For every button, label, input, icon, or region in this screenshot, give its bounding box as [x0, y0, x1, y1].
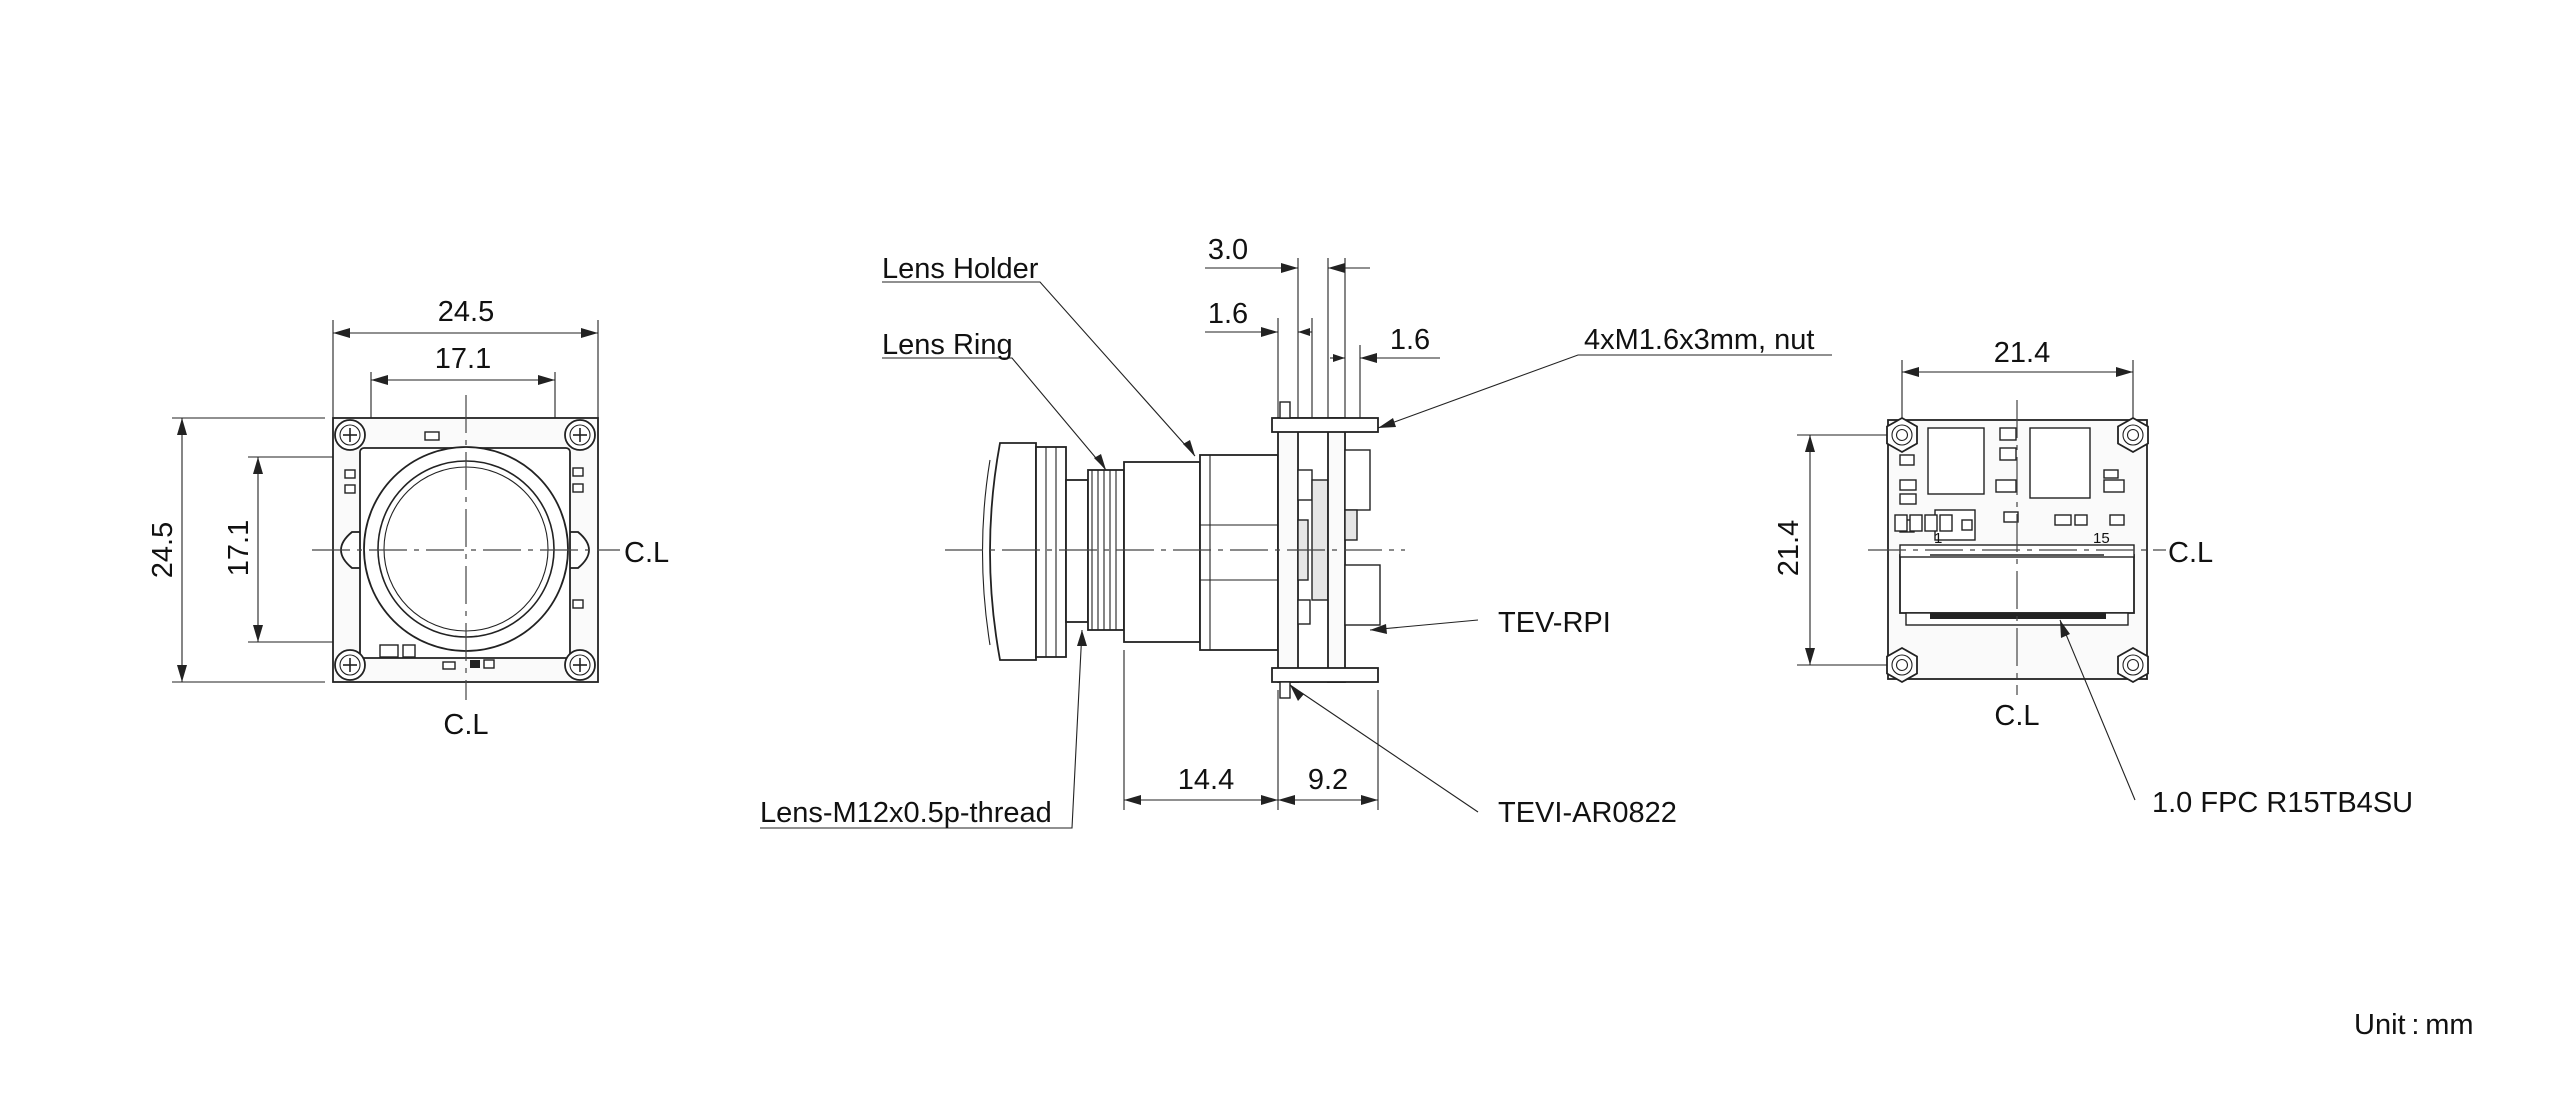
- front-view: 24.5 17.1 24.5 17.1: [147, 296, 669, 741]
- dim-front-height-inner: 17.1: [223, 520, 255, 576]
- back-view: 21.4 21.4: [1773, 337, 2413, 819]
- dim-side-pcb-left: 1.6: [1208, 298, 1248, 330]
- unit-label: Unit : mm: [2354, 1009, 2474, 1041]
- back-pin-15: 15: [2093, 530, 2110, 547]
- dim-front-width-inner: 17.1: [435, 343, 491, 375]
- dim-side-gap-top: 3.0: [1208, 234, 1248, 266]
- front-screw-icon: [334, 649, 366, 681]
- back-chip: [2029, 427, 2091, 499]
- dim-side-pcb-right: 1.6: [1390, 324, 1430, 356]
- dim-front-width-outer: 24.5: [438, 296, 494, 328]
- back-nut-icon: [2117, 647, 2149, 683]
- front-cl-vertical-label: C.L: [443, 709, 488, 741]
- label-lens-thread: Lens-M12x0.5p-thread: [760, 797, 1052, 829]
- back-chip: [1927, 427, 1985, 495]
- label-nut: 4xM1.6x3mm, nut: [1584, 324, 1814, 356]
- back-cl-horizontal-label: C.L: [2168, 537, 2213, 569]
- side-lens-thread: [1065, 479, 1089, 623]
- label-lens-holder: Lens Holder: [882, 253, 1039, 285]
- side-lens-holder: [1123, 461, 1201, 643]
- front-screw-icon: [564, 419, 596, 451]
- label-tevi-ar0822: TEVI-AR0822: [1498, 797, 1677, 829]
- dim-side-board-depth: 9.2: [1308, 764, 1348, 796]
- dim-back-hole-v: 21.4: [1773, 520, 1805, 576]
- side-lens-front: [989, 442, 1037, 661]
- front-screw-icon: [564, 649, 596, 681]
- dim-side-lens-depth: 14.4: [1178, 764, 1234, 796]
- back-nut-icon: [1886, 647, 1918, 683]
- front-screw-icon: [334, 419, 366, 451]
- label-fpc-connector: 1.0 FPC R15TB4SU: [2152, 787, 2413, 819]
- side-lens-ring: [1035, 446, 1067, 658]
- dim-front-height-outer: 24.5: [147, 522, 179, 578]
- front-cl-horizontal-label: C.L: [624, 537, 669, 569]
- dim-back-hole-h: 21.4: [1994, 337, 2050, 369]
- back-pin-1: 1: [1934, 530, 1942, 547]
- back-cl-vertical-label: C.L: [1994, 700, 2039, 732]
- back-nut-icon: [2117, 417, 2149, 453]
- back-nut-icon: [1886, 417, 1918, 453]
- label-lens-ring: Lens Ring: [882, 329, 1013, 361]
- label-tev-rpi: TEV-RPI: [1498, 607, 1611, 639]
- side-view: 3.0 1.6 1.6: [760, 234, 1832, 829]
